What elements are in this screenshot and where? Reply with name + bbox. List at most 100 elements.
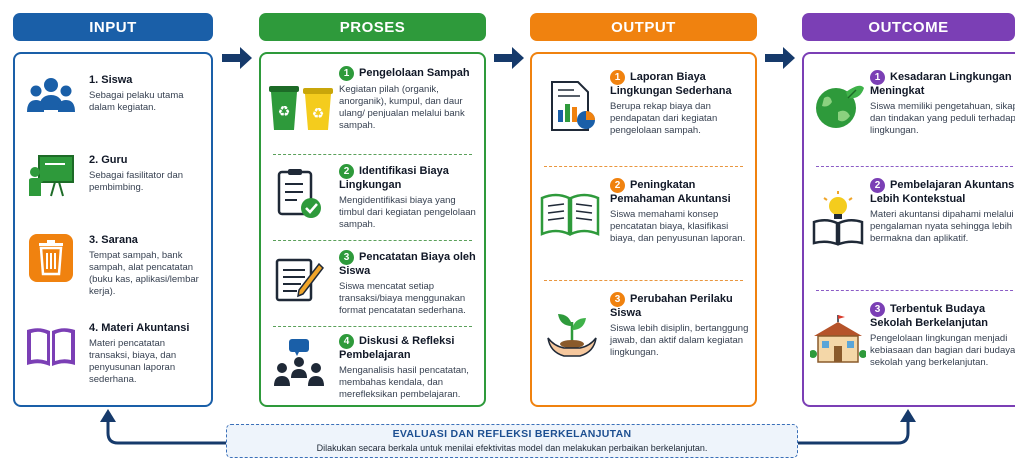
report-icon <box>551 81 595 131</box>
globe-leaf-icon <box>816 85 864 128</box>
item-description: Sebagai pelaku utama dalam kegiatan. <box>89 90 184 113</box>
separator <box>273 154 472 155</box>
separator <box>273 240 472 241</box>
item-title: 1 Pengelolaan Sampah <box>339 66 478 81</box>
item-title-text: Diskusi & Refleksi Pembelajaran <box>339 335 455 361</box>
students-icon <box>27 78 75 112</box>
item-title-text: Laporan Biaya Lingkungan Sederhana <box>610 71 732 97</box>
input-item-guru: 2. Guru Sebagai fasilitator dan pembimbi… <box>15 148 211 218</box>
separator <box>816 290 1015 291</box>
proses-column: ♻ ♻ 1 Pengelolaan Sampah Kegiatan pilah (… <box>259 52 486 407</box>
number-badge: 3 <box>870 302 885 317</box>
input-item-sarana: 3. Sarana Tempat sampah, bank sampah, al… <box>15 228 211 308</box>
item-description: Siswa lebih disiplin, bertanggung jawab,… <box>610 323 749 358</box>
arrow-right-icon <box>765 47 795 69</box>
item-title: 1. Siswa <box>89 74 133 86</box>
book-lightbulb-icon <box>812 191 864 246</box>
item-description: Siswa memiliki pengetahuan, sikap, dan t… <box>870 101 1015 136</box>
discussion-icon <box>274 339 324 386</box>
item-title-text: Perubahan Perilaku Siswa <box>610 293 733 319</box>
item-description: Pengelolaan lingkungan menjadi kebiasaan… <box>870 333 1015 368</box>
item-description: Berupa rekap biaya dan pendapatan dari k… <box>610 101 718 136</box>
separator <box>273 326 472 327</box>
number-badge: 1 <box>610 70 625 85</box>
number-badge: 3 <box>339 250 354 265</box>
item-title: 4. Materi Akuntansi <box>89 322 190 334</box>
svg-text:♻: ♻ <box>312 106 325 122</box>
item-description: Menganalisis hasil pencatatan, membahas … <box>339 365 469 400</box>
number-badge: 2 <box>610 178 625 193</box>
item-description: Kegiatan pilah (organik, anorganik), kum… <box>339 84 465 131</box>
number-badge: 2 <box>870 178 885 193</box>
item-title-text: Terbentuk Budaya Sekolah Berkelanjutan <box>870 303 988 329</box>
item-description: Materi pencatatan transaksi, biaya, dan … <box>89 338 177 385</box>
number-badge: 1 <box>339 66 354 81</box>
teacher-icon <box>29 155 74 197</box>
item-description: Sebagai fasilitator dan pembimbing. <box>89 170 184 193</box>
evaluation-title: EVALUASI DAN REFLEKSI BERKELANJUTAN <box>392 428 632 440</box>
item-title-text: Pencatatan Biaya oleh Siswa <box>339 251 476 277</box>
item-description: Mengidentifikasi biaya yang timbul dari … <box>339 195 476 230</box>
arrow-right-icon <box>222 47 252 69</box>
item-title: 3. Sarana <box>89 234 138 246</box>
evaluation-description: Dilakukan secara berkala untuk menilai e… <box>316 443 708 453</box>
item-description: Materi akuntansi dipahami melalui pengal… <box>870 209 1014 244</box>
plant-hands-icon <box>547 314 597 357</box>
evaluation-box: EVALUASI DAN REFLEKSI BERKELANJUTAN Dila… <box>226 424 798 458</box>
proses-item-1: ♻ ♻ 1 Pengelolaan Sampah Kegiatan pilah (… <box>261 64 484 152</box>
input-column: 1. Siswa Sebagai pelaku utama dalam kegi… <box>13 52 213 407</box>
item-description: Siswa memahami konsep pencatatan biaya, … <box>610 209 746 244</box>
svg-text:♻: ♻ <box>278 104 291 120</box>
feedback-loop-arrow <box>100 409 916 445</box>
number-badge: 4 <box>339 334 354 349</box>
separator <box>816 166 1015 167</box>
item-title-text: Pengelolaan Sampah <box>359 67 470 79</box>
item-description: Tempat sampah, bank sampah, alat pencata… <box>89 250 199 297</box>
header-output: OUTPUT <box>530 13 757 41</box>
input-item-materi: 4. Materi Akuntansi Materi pencatatan tr… <box>15 316 211 396</box>
number-badge: 3 <box>610 292 625 307</box>
item-description: Siswa mencatat setiap transaksi/biaya me… <box>339 281 466 316</box>
separator <box>544 280 743 281</box>
separator <box>544 166 743 167</box>
input-item-siswa: 1. Siswa Sebagai pelaku utama dalam kegi… <box>15 68 211 138</box>
item-title-text: Peningkatan Pemahaman Akuntansi <box>610 179 731 205</box>
checklist-icon <box>277 169 321 218</box>
item-title-text: Kesadaran Lingkungan Meningkat <box>870 71 1012 97</box>
number-badge: 1 <box>870 70 885 85</box>
trash-bin-icon <box>29 234 73 282</box>
notepad-pencil-icon <box>275 258 324 302</box>
recycle-bins-icon: ♻ ♻ <box>269 86 333 130</box>
item-title-text: Identifikasi Biaya Lingkungan <box>339 165 449 191</box>
school-icon <box>810 315 866 363</box>
number-badge: 2 <box>339 164 354 179</box>
book-icon <box>27 328 75 366</box>
item-title: 2. Guru <box>89 154 128 166</box>
header-input: INPUT <box>13 13 213 41</box>
header-proses: PROSES <box>259 13 486 41</box>
open-book-icon <box>540 193 600 236</box>
item-title-text: Pembelajaran Akuntansi Lebih Kontekstual <box>870 179 1015 205</box>
header-outcome: OUTCOME <box>802 13 1015 41</box>
arrow-right-icon <box>494 47 524 69</box>
